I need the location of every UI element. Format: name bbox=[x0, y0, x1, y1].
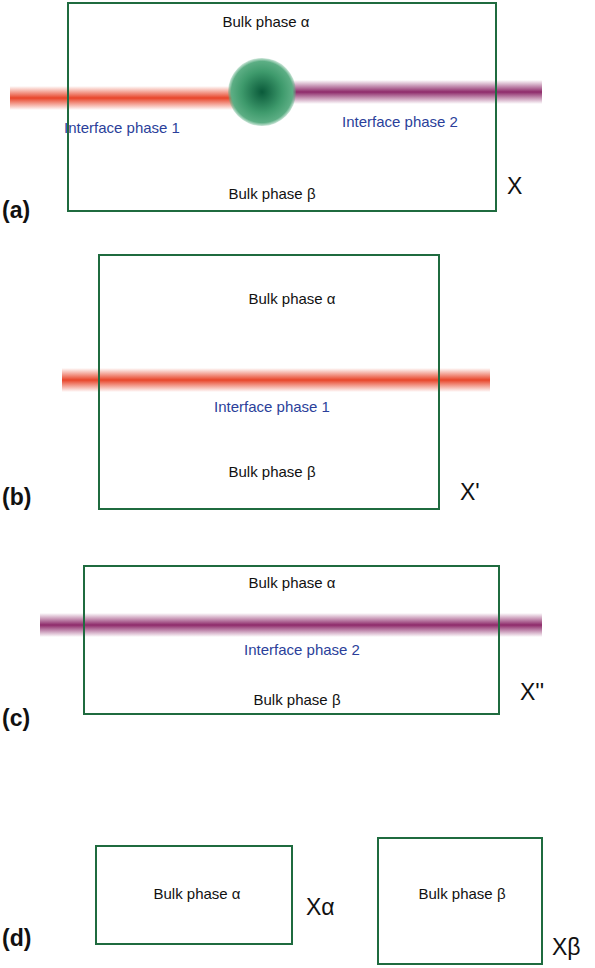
panel-label: (b) bbox=[2, 484, 31, 511]
phase-region-box: Bulk phase α Interface phase 1 Bulk phase … bbox=[98, 254, 440, 510]
interface-label: Interface phase 2 bbox=[342, 113, 458, 130]
interface-band bbox=[62, 368, 490, 392]
phase-label: Bulk phase β bbox=[253, 691, 340, 708]
phase-region-box: Bulk phase βXβ bbox=[377, 837, 543, 965]
phase-label: Bulk phase α bbox=[222, 13, 309, 30]
interface-label: Interface phase 1 bbox=[64, 119, 180, 136]
phase-region-box: Bulk phase α Interface phase 2 Bulk phase … bbox=[83, 565, 500, 715]
line-defect bbox=[228, 58, 296, 126]
system-label: X bbox=[507, 173, 522, 199]
phase-label: Bulk phase β bbox=[228, 185, 315, 202]
system-label: X' bbox=[460, 479, 480, 505]
panel-label: (c) bbox=[2, 705, 30, 732]
phase-label: Bulk phase α bbox=[248, 574, 335, 591]
phase-label: Bulk phase α bbox=[248, 290, 335, 307]
system-label: Xβ bbox=[552, 934, 581, 960]
phase-label: Bulk phase β bbox=[228, 463, 315, 480]
interface-band bbox=[40, 613, 542, 637]
interface-band bbox=[10, 86, 262, 110]
system-label: X'' bbox=[520, 679, 544, 705]
panel-label: (a) bbox=[2, 197, 30, 224]
system-label: Xα bbox=[306, 894, 335, 920]
interface-band bbox=[262, 80, 542, 104]
phase-region-box: Bulk phase αXα bbox=[95, 845, 293, 945]
phase-label: Bulk phase α bbox=[153, 885, 240, 902]
panel-label: (d) bbox=[2, 925, 31, 952]
phase-label: Bulk phase β bbox=[418, 885, 505, 902]
interface-label: Interface phase 2 bbox=[244, 641, 360, 658]
phase-region-box: Bulk phase α Interface phase 1 Interface p… bbox=[67, 2, 497, 212]
interface-label: Interface phase 1 bbox=[214, 398, 330, 415]
